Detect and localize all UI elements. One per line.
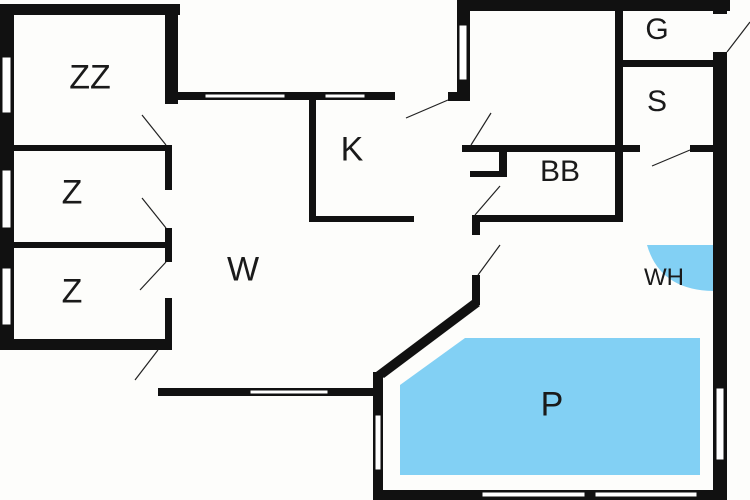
room-label-s: S	[646, 85, 668, 118]
room-label-w: W	[226, 250, 260, 289]
door-swings	[134, 21, 750, 381]
windows	[1, 24, 725, 498]
room-label-wh: WH	[644, 264, 684, 291]
room-label-bb: BB	[539, 155, 581, 188]
room-label-k: K	[340, 130, 364, 169]
pool-area	[400, 338, 700, 475]
whirlpool-area	[647, 245, 713, 291]
room-label-z1: Z	[61, 173, 83, 212]
room-label-zz: ZZ	[69, 58, 111, 97]
room-label-p: P	[540, 385, 564, 424]
room-label-z2: Z	[61, 272, 83, 311]
room-label-g: G	[645, 13, 669, 46]
